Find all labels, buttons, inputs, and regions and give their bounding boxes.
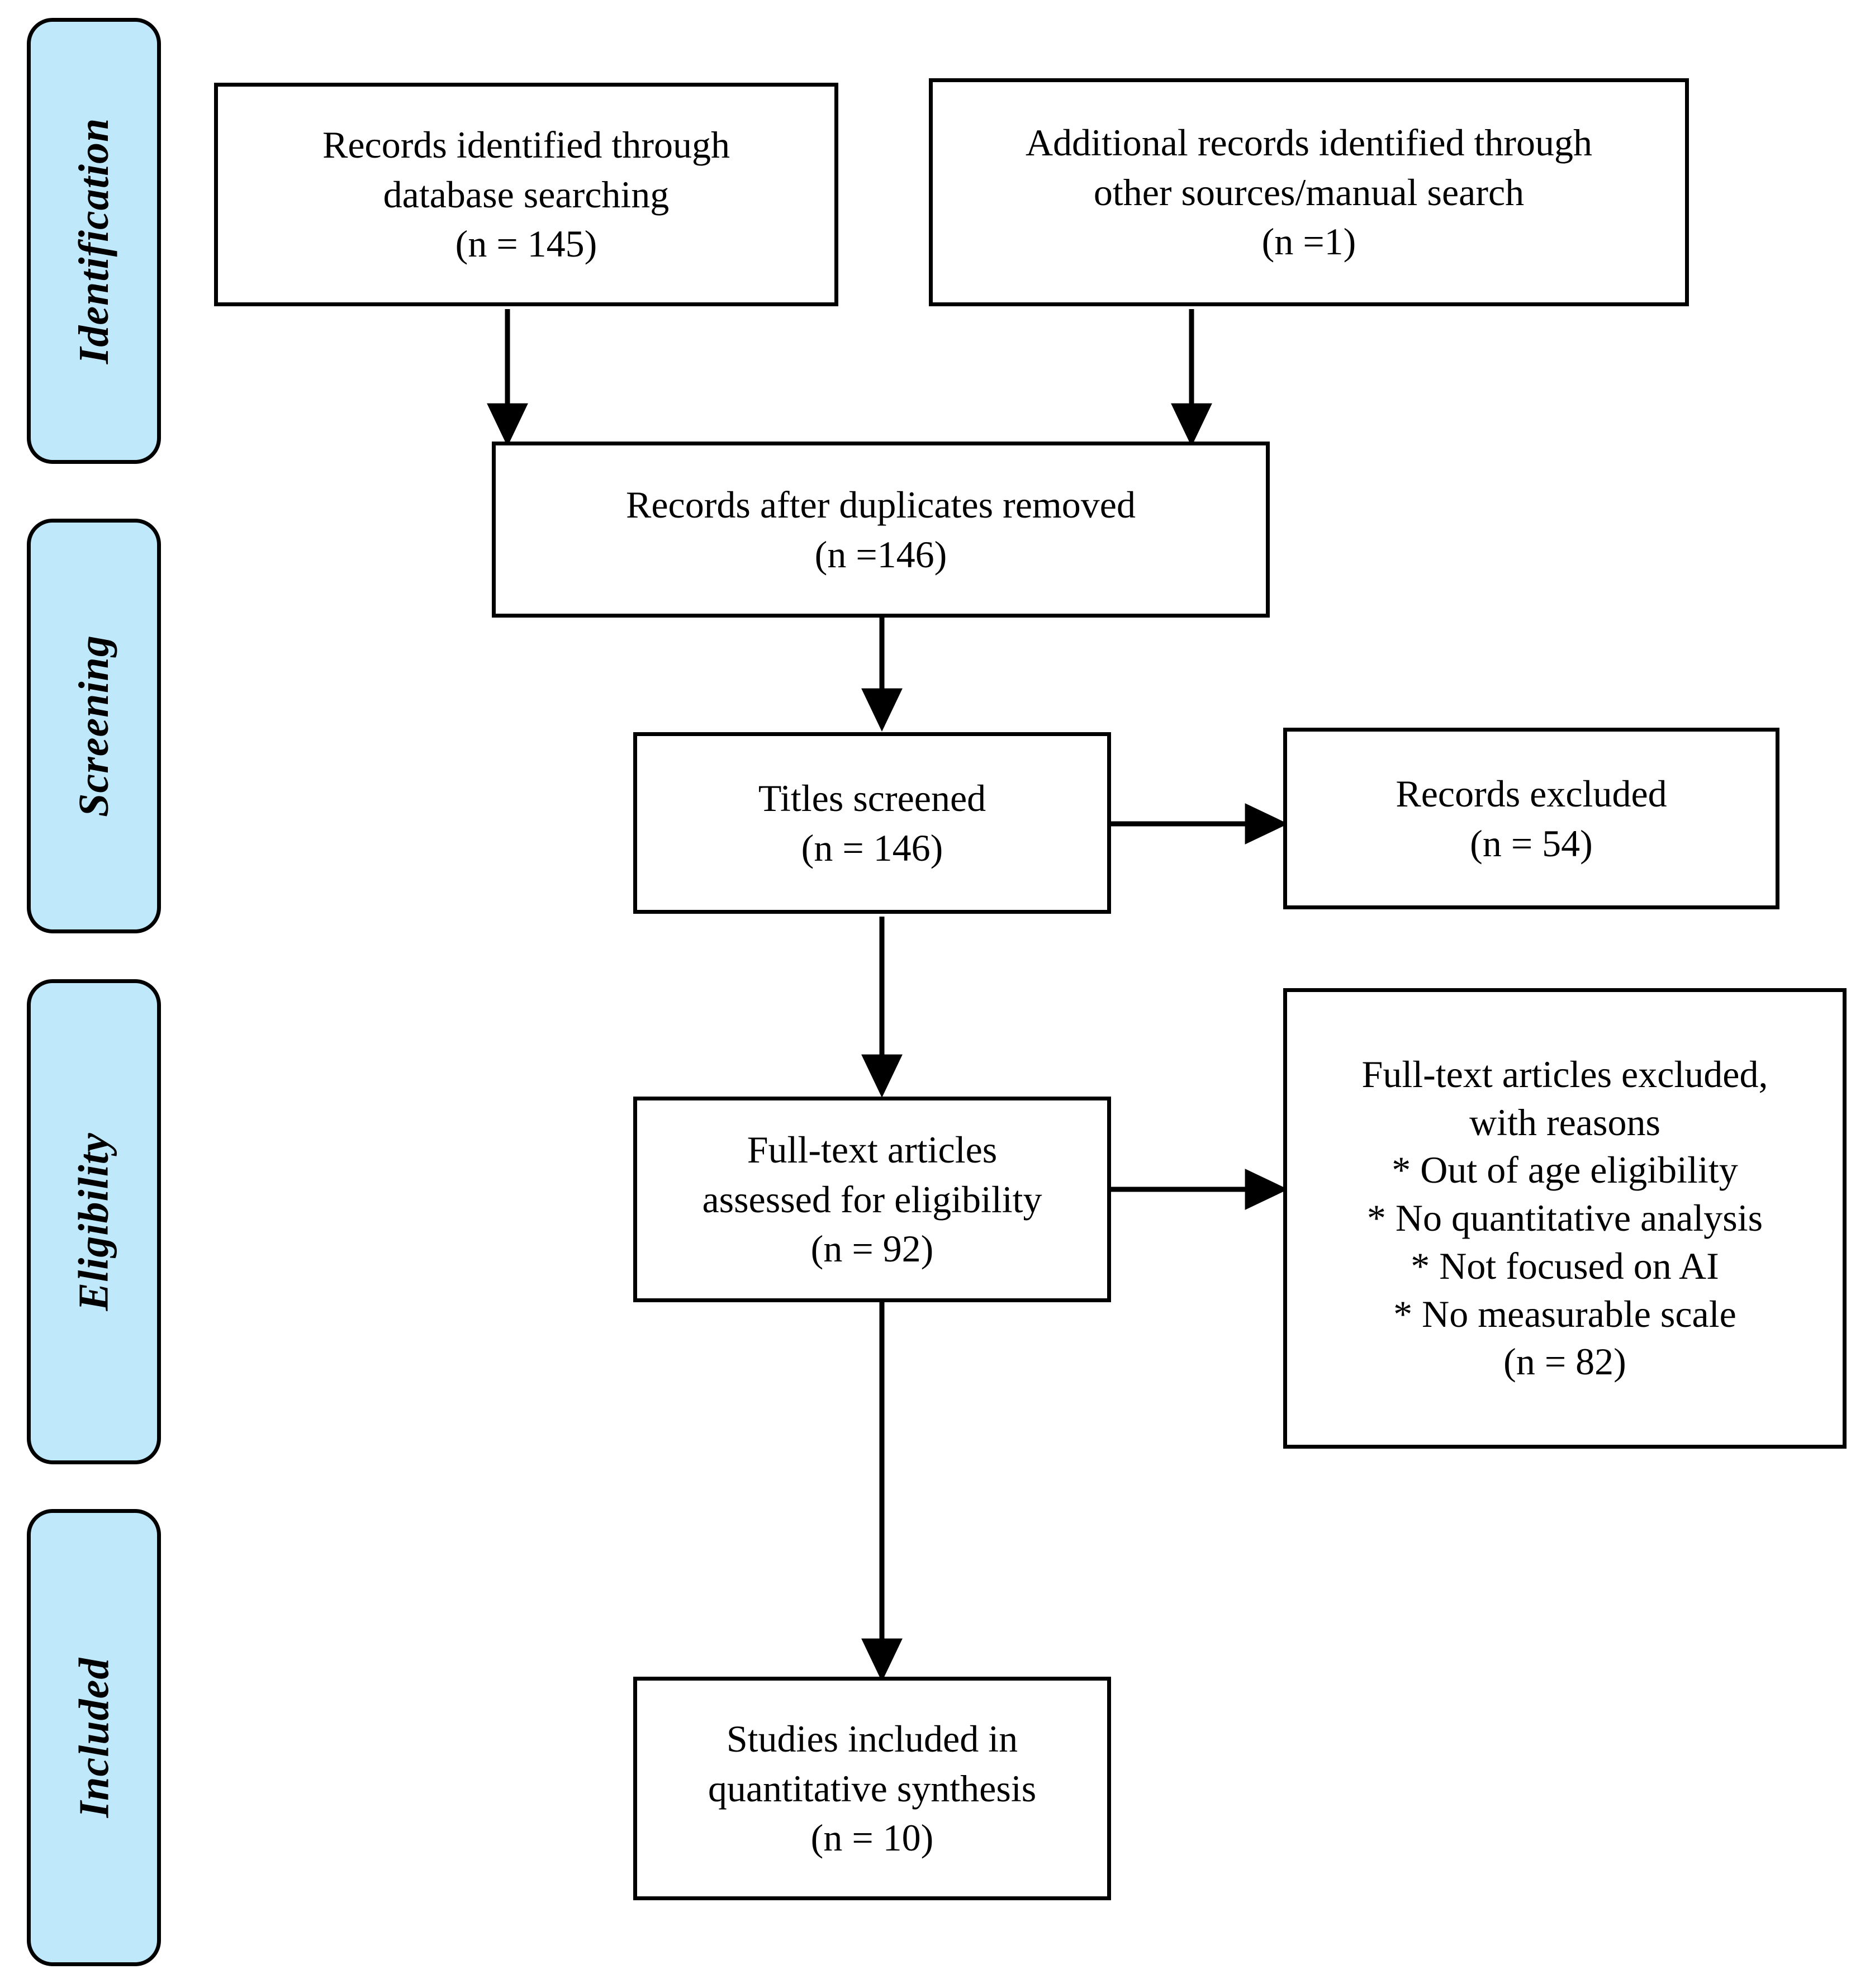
box-line: (n =146) [814, 533, 947, 576]
box-line-reason: * No quantitative analysis [1366, 1197, 1763, 1240]
box-line-reason: * Out of age eligibility [1392, 1149, 1738, 1192]
box-line: database searching [383, 173, 670, 216]
box-line: Full-text articles excluded, [1361, 1053, 1768, 1096]
stage-pill-included: Included [27, 1509, 161, 1966]
stage-pill-identification: Identification [27, 18, 161, 464]
box-fulltext-excluded-with-reasons: Full-text articles excluded, with reason… [1283, 988, 1847, 1449]
box-titles-screened: Titles screened (n = 146) [633, 732, 1111, 914]
box-line: Studies included in [726, 1717, 1018, 1761]
box-line: (n =1) [1261, 220, 1356, 263]
box-line: (n = 146) [801, 826, 943, 869]
box-records-after-duplicates-removed: Records after duplicates removed (n =146… [492, 442, 1270, 618]
box-line: other sources/manual search [1093, 170, 1525, 213]
box-line: Additional records identified through [1025, 121, 1593, 164]
box-line: with reasons [1469, 1100, 1660, 1144]
stage-label-included: Included [70, 1657, 118, 1818]
stage-label-eligibility: Eligibility [70, 1132, 118, 1311]
box-line: Records excluded [1396, 772, 1667, 815]
box-records-excluded: Records excluded (n = 54) [1283, 728, 1779, 909]
box-line: Records identified through [322, 124, 730, 167]
stage-pill-eligibility: Eligibility [27, 979, 161, 1464]
box-additional-records-other-sources: Additional records identified through ot… [929, 78, 1689, 306]
stage-pill-screening: Screening [27, 519, 161, 933]
box-line: (n = 92) [810, 1227, 934, 1270]
box-line: assessed for eligibility [702, 1178, 1042, 1221]
box-line: Records after duplicates removed [626, 483, 1136, 526]
box-studies-included-quantitative-synthesis: Studies included in quantitative synthes… [633, 1677, 1111, 1900]
box-records-identified-database: Records identified through database sear… [214, 83, 838, 306]
box-line-reason: * No measurable scale [1393, 1292, 1736, 1335]
box-line: Titles screened [758, 777, 986, 820]
box-line: Full-text articles [747, 1128, 998, 1171]
box-line: quantitative synthesis [708, 1767, 1037, 1810]
box-line: (n = 54) [1470, 822, 1593, 865]
stage-label-identification: Identification [70, 117, 117, 364]
box-line: (n = 145) [455, 222, 597, 265]
box-fulltext-assessed-eligibility: Full-text articles assessed for eligibil… [633, 1097, 1111, 1302]
stage-label-screening: Screening [70, 635, 118, 817]
box-line-reason: * Not focused on AI [1411, 1244, 1719, 1287]
box-line: (n = 10) [810, 1816, 934, 1859]
box-line: (n = 82) [1503, 1340, 1626, 1383]
